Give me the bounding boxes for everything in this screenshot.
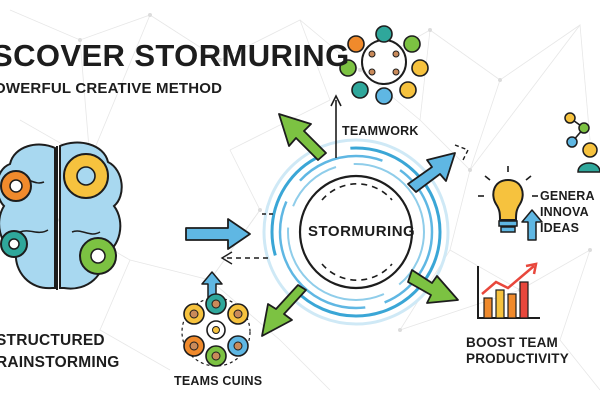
structured-line-2: RAINSTORMING [0,354,120,371]
green-arrow-downleft [261,284,307,337]
structured-line-1: STRUCTURED [0,332,105,349]
central-ring [262,138,450,326]
dashed-target-ur [454,144,469,163]
center-label: STORMURING [308,223,416,240]
network-person-icon [564,112,600,173]
boost-line-1: BOOST TEAM [466,335,558,350]
page-title: SCOVER STORMURING [0,38,350,73]
boost-productivity-label: BOOST TEAM PRODUCTIVITY [466,335,569,367]
page-subtitle: OWERFUL CREATIVE METHOD [0,80,223,97]
teams-label: TEAMS CUINS [174,374,263,388]
blue-arrow-upright [407,152,456,193]
green-arrow-downright [407,269,459,304]
generate-ideas-line-2: INNOVA [540,205,589,219]
dashed-arrow-back-head [220,251,233,265]
generate-ideas-line-3: IDEAS [540,221,580,235]
structured-brainstorming-label: STRUCTURED RAINSTORMING [0,330,120,374]
teamwork-label: TEAMWORK [342,124,419,138]
blue-arrow-right [185,218,251,250]
team-table-icon [339,25,429,105]
lightbulb-icon [478,166,543,241]
teamwork-connector-head [330,94,342,107]
generate-ideas-line-1: GENERA [540,189,595,203]
brain-gears-icon [0,141,123,290]
growth-chart-icon [477,262,540,319]
team-circle-icon [181,293,251,367]
generate-ideas-label: GENERA INNOVA IDEAS [540,188,595,236]
green-arrow-up [278,113,327,161]
boost-line-2: PRODUCTIVITY [466,351,569,366]
